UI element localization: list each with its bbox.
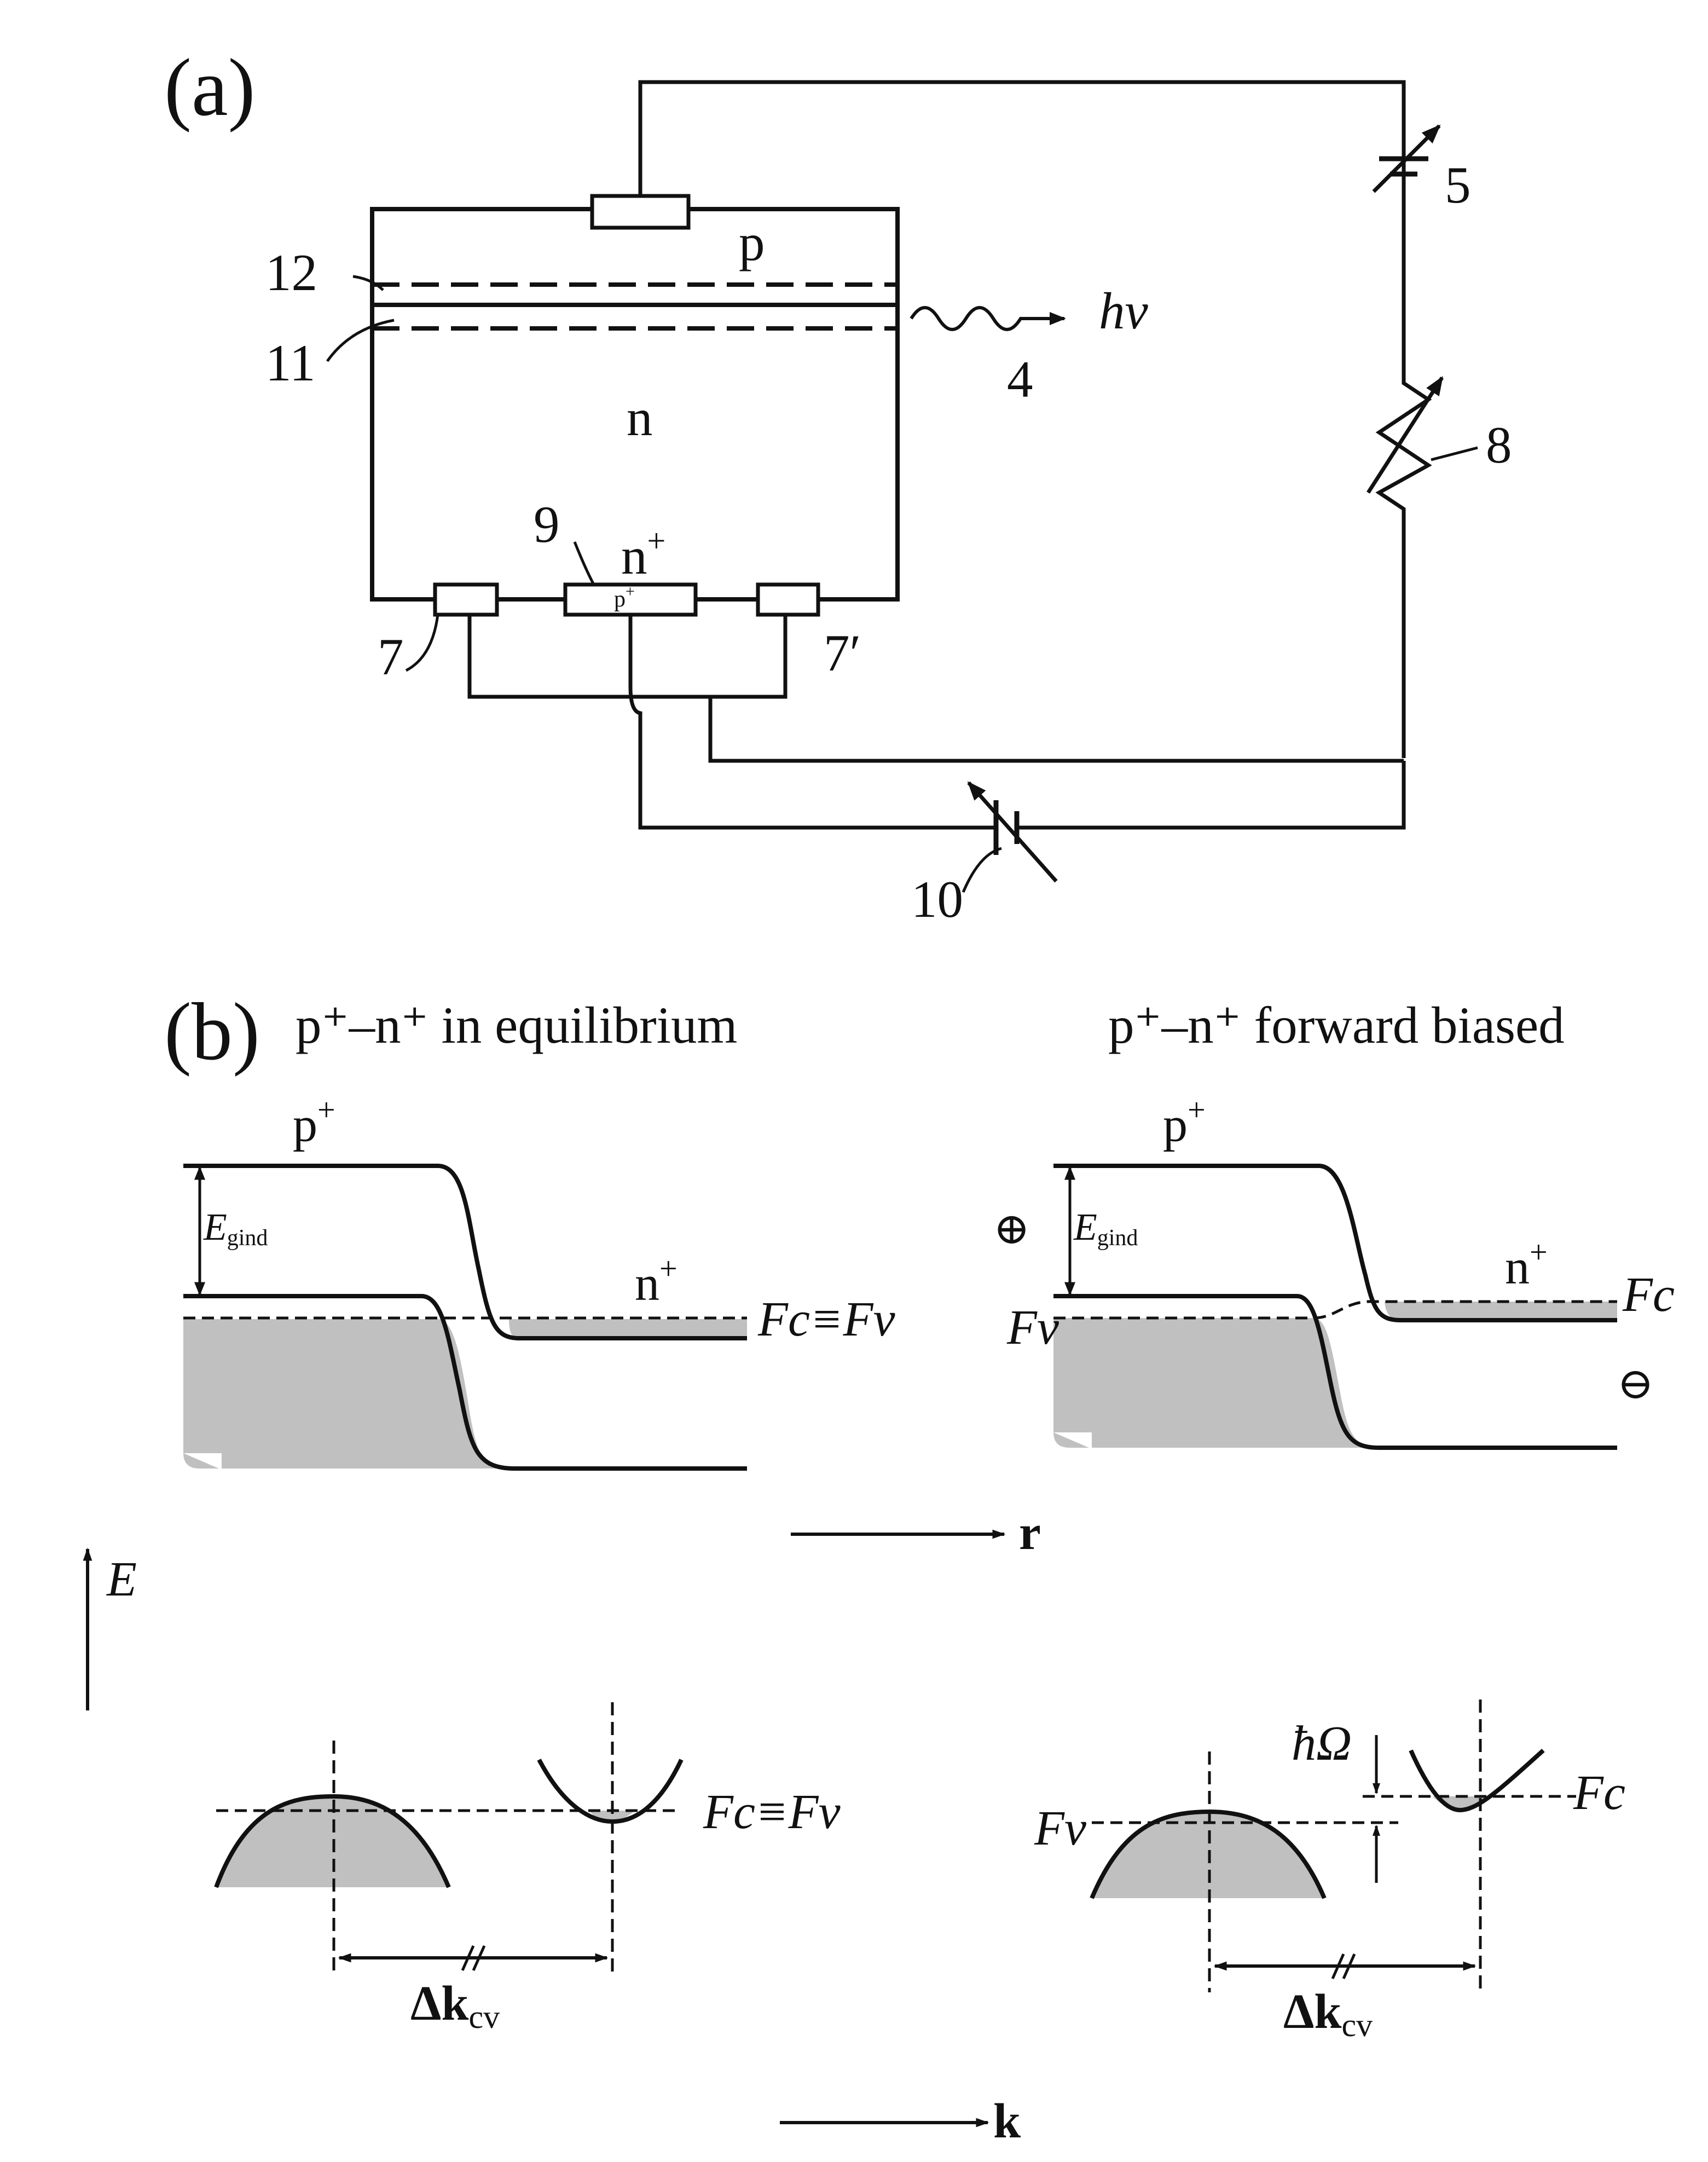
wire-contacts-7 xyxy=(467,615,788,699)
wire-center xyxy=(628,615,971,830)
egind-right: Egind xyxy=(1073,1206,1138,1251)
label-4: 4 xyxy=(1007,350,1033,408)
fv-right: Fv xyxy=(1006,1300,1059,1355)
label-5: 5 xyxy=(1445,156,1471,214)
variable-arrow-8 xyxy=(1367,376,1444,494)
leader-7 xyxy=(405,614,439,672)
delta-k-left: Δkcv xyxy=(410,1976,500,2035)
resistor-8 xyxy=(1375,350,1432,525)
leader-11 xyxy=(326,319,395,362)
leader-8 xyxy=(1431,446,1478,461)
conduction-parabola-right xyxy=(1409,1749,1545,1813)
left-title: p⁺–n⁺ in equilibrium xyxy=(296,996,737,1054)
label-11: 11 xyxy=(265,334,315,392)
label-12: 12 xyxy=(265,244,317,302)
valence-band-right xyxy=(1053,1294,1617,1450)
delta-k-right: Δkcv xyxy=(1283,1985,1373,2043)
fv-ek-right: Fv xyxy=(1034,1801,1086,1855)
photon-wave xyxy=(910,306,1066,331)
wire-top-loop xyxy=(638,80,1406,758)
leader-12 xyxy=(352,275,384,291)
r-axis-label: r xyxy=(1019,1506,1041,1560)
E-axis-label: E xyxy=(106,1552,137,1606)
conduction-fill-left xyxy=(509,1319,747,1338)
conduction-pocket-right xyxy=(1433,1796,1487,1810)
label-9: 9 xyxy=(534,495,560,553)
region-p: p xyxy=(739,213,765,271)
label-7: 7 xyxy=(378,628,404,686)
right-title: p⁺–n⁺ forward biased xyxy=(1108,996,1565,1054)
valence-fill-right xyxy=(1053,1318,1382,1448)
valence-band-left xyxy=(183,1294,747,1471)
photon-label: hν xyxy=(1099,282,1149,340)
label-10: 10 xyxy=(911,870,963,928)
panel-a-label: (a) xyxy=(164,42,255,133)
wire-to-right xyxy=(708,697,1404,763)
fc-right: Fc xyxy=(1622,1268,1675,1322)
region-n: n xyxy=(627,389,653,447)
minus-sign: ⊖ xyxy=(1617,1360,1654,1408)
variable-arrow-5 xyxy=(1372,124,1441,193)
variable-arrow-10 xyxy=(967,781,1058,883)
valence-dome-left xyxy=(214,1794,451,1888)
fc-ek-right: Fc xyxy=(1573,1766,1625,1820)
conduction-fill-right xyxy=(1385,1302,1617,1320)
contact-pplus-label: p+ xyxy=(614,582,635,612)
quasi-fermi-right xyxy=(1053,1300,1617,1320)
top-contact xyxy=(590,194,691,230)
pplus-left: p+ xyxy=(293,1092,335,1152)
region-nplus: n+ xyxy=(621,523,665,585)
leader-9 xyxy=(573,541,595,586)
conduction-band-left xyxy=(183,1164,747,1340)
contact-7-prime xyxy=(756,582,820,617)
leader-10 xyxy=(962,847,1002,893)
pplus-right: p+ xyxy=(1163,1092,1206,1152)
nplus-left: n+ xyxy=(635,1251,678,1311)
panel-b: (b) p⁺–n⁺ in equilibrium p⁺–n⁺ forward b… xyxy=(83,986,1675,2148)
hbar-omega: ħΩ xyxy=(1292,1716,1352,1771)
fc-fv-left: Fc≡Fv xyxy=(757,1292,895,1346)
egind-left: Egind xyxy=(203,1206,268,1251)
wire-bottom-right xyxy=(1040,761,1406,830)
contact-7 xyxy=(433,582,499,617)
valence-fill-left xyxy=(183,1319,501,1469)
k-axis-label: k xyxy=(993,2094,1021,2148)
conduction-band-right xyxy=(1053,1164,1617,1322)
fc-fv-ek-left: Fc≡Fv xyxy=(703,1785,841,1839)
plus-sign: ⊕ xyxy=(993,1205,1030,1253)
panel-b-label: (b) xyxy=(164,986,260,1077)
panel-a: (a) xyxy=(164,42,1512,928)
label-7-prime: 7′ xyxy=(824,624,861,682)
nplus-right: n+ xyxy=(1505,1234,1548,1294)
label-8: 8 xyxy=(1486,416,1512,474)
